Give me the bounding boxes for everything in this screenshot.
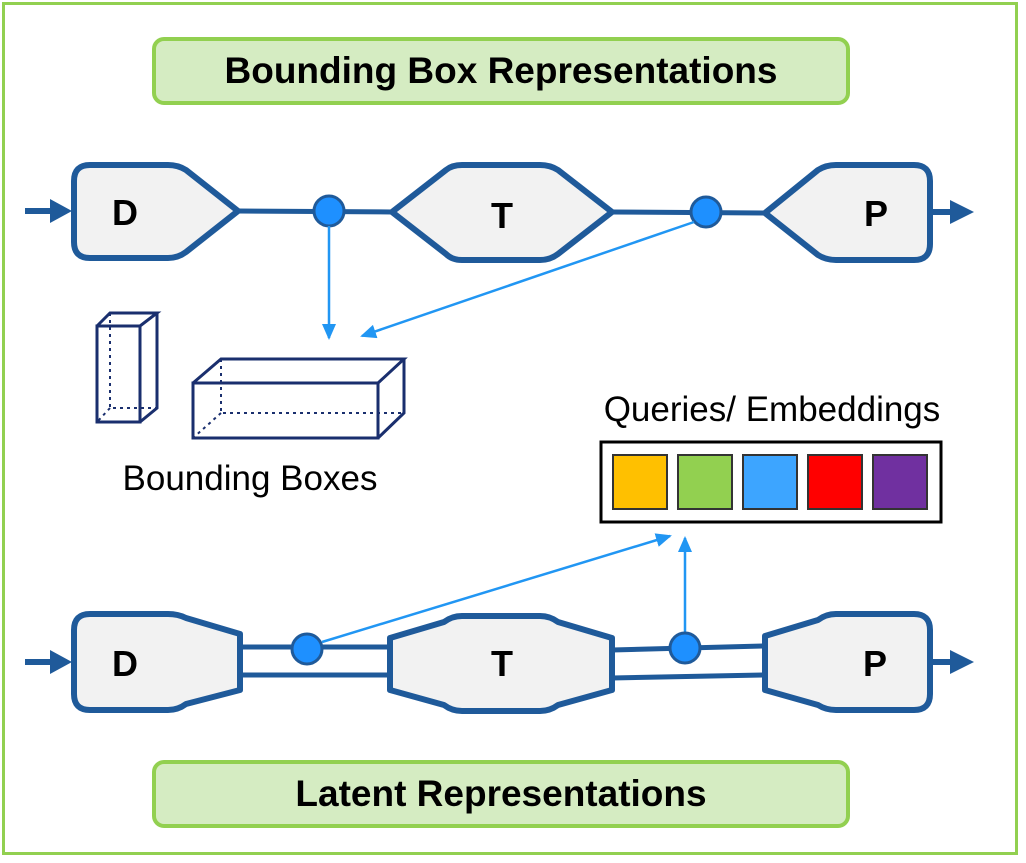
top-module-t-label: T <box>491 195 513 236</box>
top-node-2 <box>689 195 723 229</box>
bottom-module-d-shape <box>71 611 243 713</box>
queries-label: Queries/ Embeddings <box>604 390 941 429</box>
bottom-module-p-label: P <box>863 643 887 684</box>
top-module-d-label: D <box>112 192 138 233</box>
top-module-t-shape <box>389 162 615 263</box>
top-input-arrowhead <box>50 199 72 223</box>
embedding-cell <box>742 454 798 510</box>
embedding-cell <box>612 454 668 510</box>
tall-box-icon <box>95 311 162 424</box>
embedding-cells <box>612 454 928 510</box>
top-module-d-shape <box>71 162 241 261</box>
bottom-output-arrowhead <box>950 650 974 674</box>
top-pipeline: D T P <box>25 162 974 263</box>
arrow-bottom-node1-to-embeddings <box>321 533 672 644</box>
embedding-cell <box>677 454 733 510</box>
title-latent-representations: Latent Representations <box>152 760 850 828</box>
wide-box-icon <box>191 357 408 440</box>
bottom-module-t-label: T <box>491 643 513 684</box>
bottom-node-2 <box>668 631 702 665</box>
bottom-node-1 <box>290 632 324 666</box>
bottom-module-p-shape <box>762 611 933 713</box>
bottom-input-arrowhead <box>50 650 72 674</box>
top-module-p-shape <box>762 162 933 263</box>
bottom-pipeline: D T P <box>25 611 974 714</box>
top-connector-t-p <box>611 209 766 216</box>
arrow-node2-to-boxes <box>360 220 695 339</box>
title-bounding-box-representations: Bounding Box Representations <box>152 37 850 105</box>
bottom-module-t-shape <box>387 613 615 714</box>
bottom-module-d-label: D <box>112 643 138 684</box>
top-node-1 <box>312 194 346 228</box>
top-module-p-label: P <box>864 193 888 234</box>
top-output-arrowhead <box>950 200 974 224</box>
bounding-boxes-label: Bounding Boxes <box>123 459 378 498</box>
embedding-cell <box>872 454 928 510</box>
embedding-cell <box>807 454 863 510</box>
